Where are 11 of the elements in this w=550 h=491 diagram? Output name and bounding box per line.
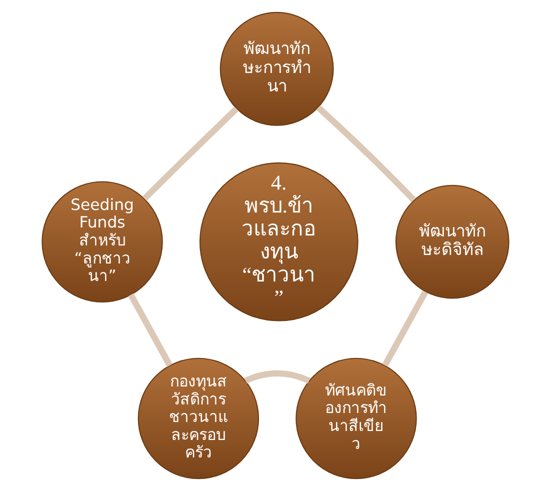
node-circle: Seeding Funds สำหรับ “ลูกชาวนา” [41,181,162,302]
node-circle: ทัศนคติของการทำนาสีเขียว [295,358,416,480]
node-circle: พัฒนาทักษะการทำนา [219,12,334,126]
connector [128,293,172,367]
node-circle: พัฒนาทักษะดิจิทัล [394,184,509,299]
connector [382,290,428,367]
connector [244,370,310,384]
connector [316,105,416,202]
node-circle: กองทุนสวัสดิการชาวนาและครอบครัว [137,358,259,480]
connector [142,106,238,201]
node-circle: 4. พรบ.ข้าวและกองทุน “ชาวนา” [198,162,358,322]
